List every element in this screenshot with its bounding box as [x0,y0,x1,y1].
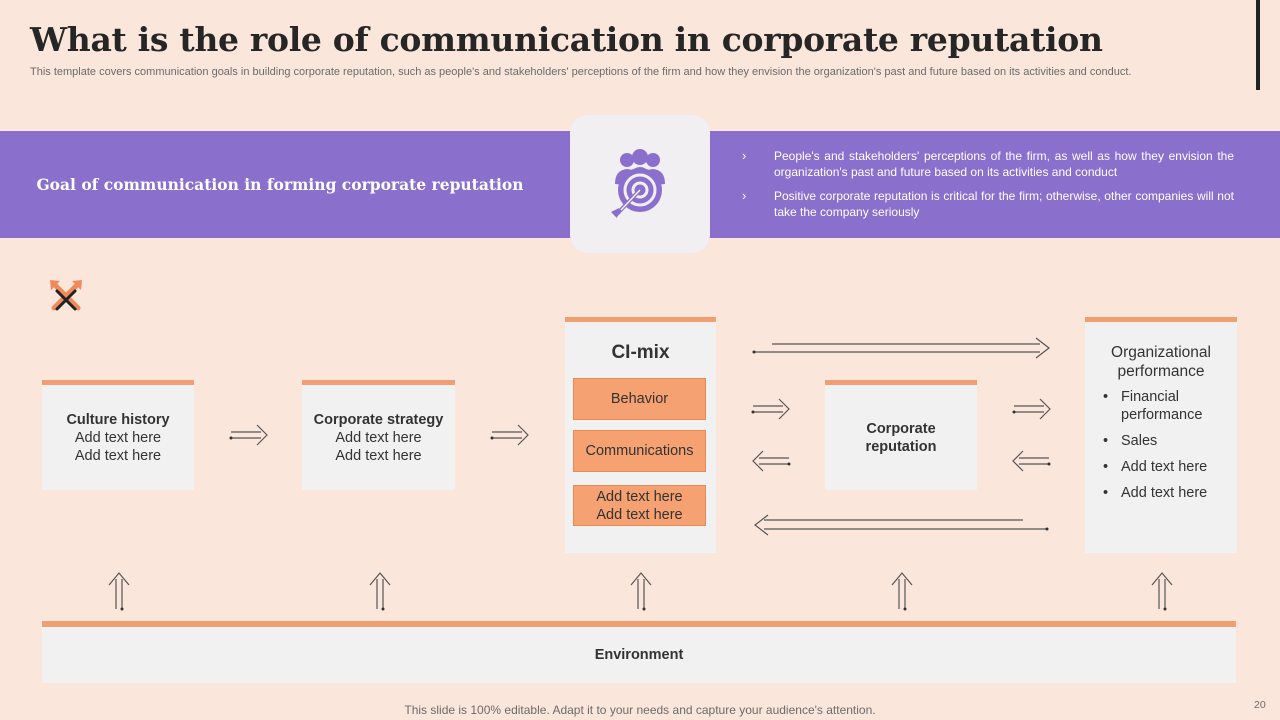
flow-arrow-left [1012,450,1052,472]
chevron-right-icon: › [742,148,747,163]
banner-icon-tile [570,115,710,253]
target-audience-icon [611,149,665,218]
long-arrow-left [754,514,1049,536]
culture-history-title: Culture history [66,411,170,428]
goal-bullet: ›People's and stakeholders' perceptions … [742,148,1234,179]
flow-arrow-right [228,424,268,446]
page-subtitle: This template covers communication goals… [30,66,1132,78]
chevron-right-icon: › [742,188,747,203]
list-item: Add text here [1101,484,1237,502]
culture-history-line: Add text here [74,429,162,446]
environment-bar: Environment [42,621,1236,683]
page-number: 20 [1254,699,1266,711]
goal-bullet: ›Positive corporate reputation is critic… [742,188,1234,219]
flow-arrow-up [1151,572,1173,612]
ci-mix-card: CI-mix Behavior Communications Add text … [565,317,716,553]
corporate-strategy-line: Add text here [335,447,422,464]
flow-arrow-right [750,398,790,420]
flow-arrow-up [369,572,391,612]
environment-label: Environment [594,647,684,663]
ci-mix-title: CI-mix [611,342,670,363]
ci-mix-text-box: Add text here Add text here [573,485,706,526]
flow-arrow-left [752,450,792,472]
flow-arrow-up [891,572,913,612]
list-item: Financial performance [1101,388,1237,424]
flow-arrow-up [630,572,652,612]
flow-arrow-up [108,572,130,612]
organizational-performance-card: Organizational performance Financial per… [1085,317,1237,553]
long-arrow-right [752,337,1050,359]
flow-arrow-right [489,424,529,446]
crossed-arrows-icon [50,280,82,311]
list-item: Add text here [1101,458,1237,476]
flow-arrow-right [1011,398,1051,420]
culture-history-line: Add text here [74,447,162,464]
corporate-strategy-line: Add text here [335,429,422,446]
corporate-reputation-title: Corporate reputation [865,420,937,455]
list-item: Sales [1101,432,1237,450]
goal-bullets: ›People's and stakeholders' perceptions … [742,148,1234,228]
corner-accent-bar [1256,0,1260,90]
organizational-performance-list: Financial performance Sales Add text her… [1101,388,1237,510]
culture-history-card: Culture history Add text here Add text h… [42,380,194,490]
ci-mix-communications-box: Communications [573,430,706,472]
goal-label: Goal of communication in forming corpora… [36,175,524,194]
corporate-strategy-title: Corporate strategy [313,411,444,428]
footer-note: This slide is 100% editable. Adapt it to… [404,703,876,717]
corporate-strategy-card: Corporate strategy Add text here Add tex… [302,380,455,490]
corporate-reputation-card: Corporate reputation [825,380,977,490]
page-title: What is the role of communication in cor… [30,20,1103,59]
organizational-performance-title: Organizational performance [1111,344,1211,380]
ci-mix-behavior-box: Behavior [573,378,706,420]
